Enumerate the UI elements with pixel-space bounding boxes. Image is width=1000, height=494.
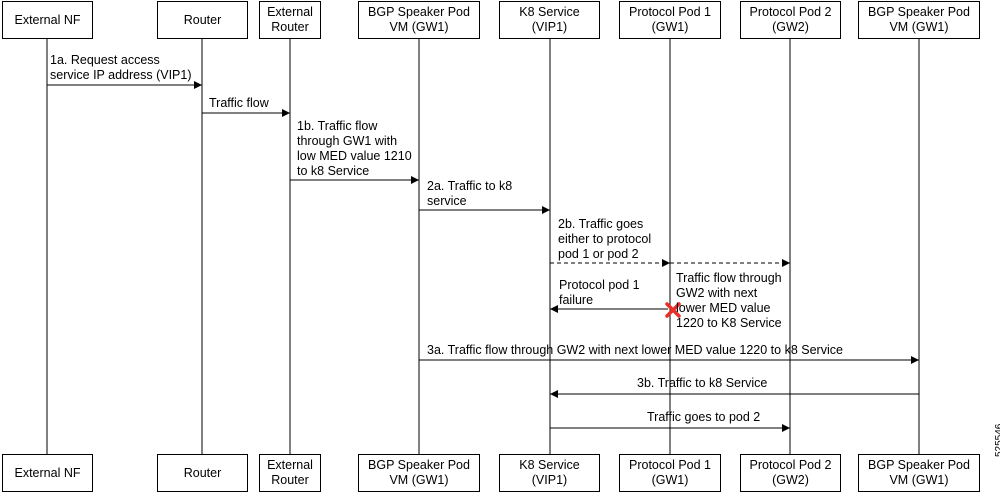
note-gw2-failover: Traffic flow through GW2 with next lower… <box>676 271 782 330</box>
message-label-3a: 3a. Traffic flow through GW2 with next l… <box>427 343 843 357</box>
message-label-2a: 2a. Traffic to k8 service <box>427 179 513 208</box>
message-label-1b: 1b. Traffic flow through GW1 with low ME… <box>297 119 412 178</box>
participant-bottom-external-router: External Router <box>259 454 321 492</box>
participant-top-protocol-pod-1: Protocol Pod 1 (GW1) <box>619 1 721 39</box>
participant-bottom-bgp-speaker-gw1-b: BGP Speaker Pod VM (GW1) <box>858 454 980 492</box>
message-label-2b: 2b. Traffic goes either to protocol pod … <box>558 217 652 261</box>
participant-top-external-router: External Router <box>259 1 321 39</box>
message-label-failure: Protocol pod 1 failure <box>559 278 640 307</box>
message-label-1a: 1a. Request access service IP address (V… <box>50 53 192 82</box>
message-label-pod2: Traffic goes to pod 2 <box>647 410 761 424</box>
participant-top-bgp-speaker-gw1-b: BGP Speaker Pod VM (GW1) <box>858 1 980 39</box>
x-icon <box>665 302 681 318</box>
participant-top-protocol-pod-2: Protocol Pod 2 (GW2) <box>740 1 841 39</box>
participant-top-router: Router <box>157 1 248 39</box>
participant-top-k8-service: K8 Service (VIP1) <box>499 1 600 39</box>
participant-top-external-nf: External NF <box>2 1 93 39</box>
participant-bottom-bgp-speaker-gw1-a: BGP Speaker Pod VM (GW1) <box>358 454 480 492</box>
participant-top-bgp-speaker-gw1-a: BGP Speaker Pod VM (GW1) <box>358 1 480 39</box>
message-label-3b: 3b. Traffic to k8 Service <box>637 376 768 390</box>
figure-id: 525546 <box>994 423 1000 457</box>
participant-bottom-router: Router <box>157 454 248 492</box>
participant-bottom-protocol-pod-1: Protocol Pod 1 (GW1) <box>619 454 721 492</box>
participant-bottom-external-nf: External NF <box>2 454 93 492</box>
participant-bottom-protocol-pod-2: Protocol Pod 2 (GW2) <box>740 454 841 492</box>
message-label-traffic-flow: Traffic flow <box>209 96 269 110</box>
participant-bottom-k8-service: K8 Service (VIP1) <box>499 454 600 492</box>
